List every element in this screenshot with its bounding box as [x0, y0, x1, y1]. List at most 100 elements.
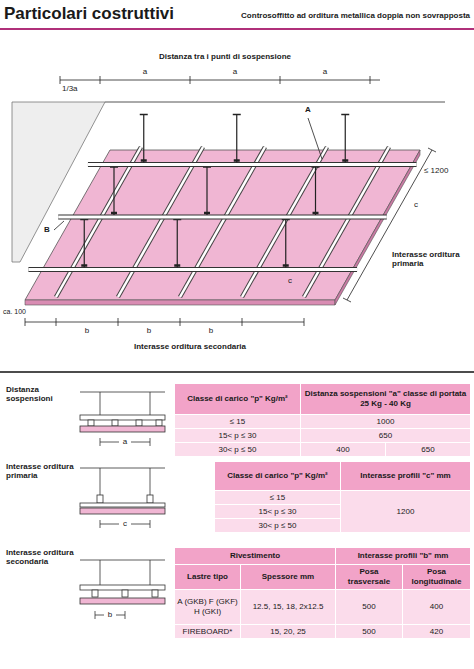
section-heading: Interasse orditura secondaria: [6, 548, 74, 566]
drawing-stroke: [118, 318, 119, 326]
dimension-title: Interasse orditura secondaria: [80, 342, 300, 351]
dimension-label: c: [410, 200, 422, 209]
primary-profile: [28, 267, 357, 272]
table-text: Posa trasversale: [338, 567, 400, 586]
hanger-rod: [206, 167, 207, 215]
separator: [0, 371, 474, 373]
table-text: 15< p ≤ 30: [219, 431, 257, 441]
table-text: Spessore mm: [262, 572, 314, 582]
table-cell: 15, 20, 25: [241, 625, 335, 638]
board-edge: [25, 300, 335, 305]
table-cell: 1000: [301, 415, 470, 428]
secondary-profile: [304, 147, 389, 297]
drawing-stroke: [112, 420, 118, 426]
table-cell: 400: [403, 590, 470, 624]
drawing-stroke: [60, 80, 380, 81]
drawing-stroke: [100, 560, 101, 585]
callout-letter: A: [301, 105, 315, 114]
table-header-cell: Posa longitudinale: [403, 565, 470, 589]
dimension-lines: [25, 76, 436, 326]
section-sketch: [80, 560, 165, 619]
drawing-stroke: [100, 520, 101, 528]
table-cell: 30< p ≤ 50: [175, 443, 300, 456]
hanger-rod: [84, 220, 85, 268]
drawing-stroke: [80, 560, 165, 561]
table-cell: A (GKB) F (GKF) H (GKI): [175, 590, 240, 624]
anchor: [233, 114, 241, 116]
board-edge: [335, 150, 420, 305]
drawing-stroke: [80, 468, 165, 469]
drawing-stroke: [125, 611, 126, 619]
table-text: 500: [362, 602, 375, 612]
drawing-stroke: [60, 76, 61, 84]
table-header-cell: Distanza sospensioni "a" classe di porta…: [301, 384, 470, 414]
table-text: A (GKB) F (GKF) H (GKI): [177, 597, 238, 616]
page-title: Particolari costruttivi: [4, 4, 174, 24]
hanger-rod: [315, 167, 316, 215]
dimension-label: a: [135, 67, 155, 76]
table-cell: FIREBOARD*: [175, 625, 240, 638]
hanger-clip: [204, 212, 210, 215]
table-cell: 650: [386, 443, 470, 456]
table-text: Interasse profili "b" mm: [358, 551, 449, 561]
dimension-label: a: [225, 67, 245, 76]
drawing-stroke: [25, 322, 304, 323]
drawing-stroke: [122, 590, 128, 597]
table-text: Rivestimento: [230, 551, 280, 561]
dimension-title: Interasse orditura primaria: [392, 250, 470, 268]
dimension-label: b: [104, 610, 116, 619]
table-text: Interasse profili "c" mm: [360, 471, 450, 481]
drawing-stroke: [97, 495, 103, 503]
table-cell: 12.5, 15, 18, 2x12.5: [241, 590, 335, 624]
table-header-cell: Lastre tipo: [175, 565, 240, 589]
hanger-rod: [143, 115, 144, 163]
hanger-rod: [345, 115, 346, 163]
table-cell: ≤ 15: [175, 415, 300, 428]
hanger-clip: [111, 212, 117, 215]
drawing-stroke: [100, 468, 101, 495]
drawing-stroke: [80, 508, 165, 514]
hanger-clip: [234, 159, 240, 162]
hanger-clip: [81, 264, 87, 267]
table-text: 15< p ≤ 30: [259, 507, 297, 517]
drawing-stroke: [80, 585, 165, 590]
table-text: ≤ 15: [230, 417, 246, 427]
dimension-label: c: [119, 519, 131, 528]
table-text: Lastre tipo: [187, 572, 228, 582]
table-text: 1200: [397, 507, 415, 517]
dimension-label: a: [315, 67, 335, 76]
drawing-stroke: [92, 590, 98, 597]
hanger-rod: [177, 220, 178, 268]
dimension-label: b: [143, 326, 155, 335]
primary-profile: [58, 215, 387, 220]
dimension-label: b: [81, 326, 93, 335]
hanger-clip: [342, 159, 348, 162]
table-cell: 500: [336, 590, 402, 624]
drawing-stroke: [25, 318, 26, 326]
table-text: 650: [421, 445, 434, 455]
drawing-stroke: [80, 598, 165, 604]
drawing-stroke: [304, 318, 305, 326]
table-text: 400: [336, 445, 349, 455]
section-heading: Interasse orditura primaria: [6, 462, 74, 480]
table-cell: 15< p ≤ 30: [175, 429, 300, 442]
primary-profile: [28, 268, 357, 271]
dimension-label: ≤ 1200: [424, 166, 466, 175]
drawing-stroke: [347, 150, 432, 300]
dimension-label: 1/3a: [62, 84, 92, 93]
table-text: 30< p ≤ 50: [259, 521, 297, 531]
dimension-label: b: [205, 326, 217, 335]
drawing-stroke: [180, 318, 181, 326]
primary-profile: [58, 216, 387, 219]
section-heading: Distanza sospensioni: [6, 385, 74, 403]
table-text: 30< p ≤ 50: [219, 445, 257, 455]
drawing-stroke: [136, 420, 142, 426]
table-header-cell: Rivestimento: [175, 548, 335, 564]
slab-edge: [105, 102, 445, 103]
table-text: 400: [430, 602, 443, 612]
table-text: Posa longitudinale: [405, 567, 468, 586]
dimension-label: ca. 100: [3, 308, 43, 316]
drawing-stroke: [150, 392, 151, 415]
table-text: ≤ 15: [270, 493, 286, 503]
page-subtitle: Controsoffitto ad orditura metallica dop…: [200, 11, 470, 20]
